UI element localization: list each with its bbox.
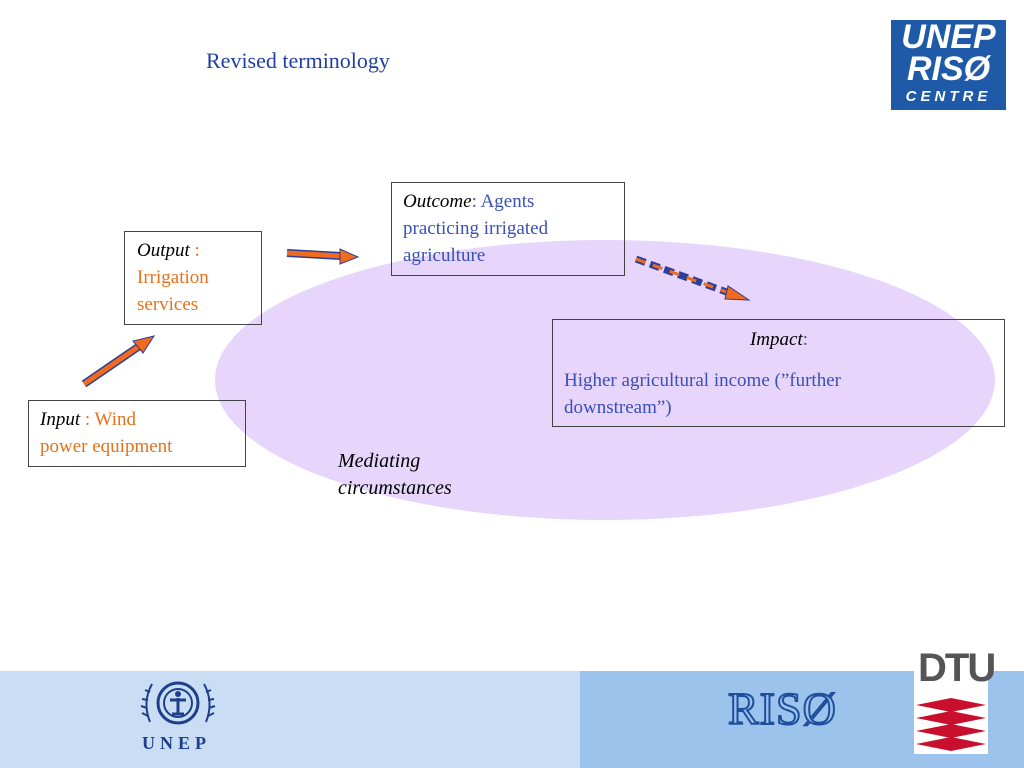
output-text-line2: services (137, 294, 199, 315)
output-separator: : (189, 240, 200, 261)
input-label: Input (40, 409, 81, 430)
input-text-line1: Wind (94, 409, 136, 430)
impact-text-line2: downstream”) (564, 397, 672, 418)
mediating-circumstances-label: Mediating circumstances (338, 448, 452, 502)
footer-left-panel (0, 671, 580, 768)
impact-box: Impact: Higher agricultural income (”fur… (552, 319, 1005, 427)
output-label: Output (137, 240, 190, 261)
logo-line-centre: CENTRE (905, 88, 992, 105)
logo-line-riso: RISØ (906, 50, 991, 88)
slide-title: Revised terminology (206, 48, 390, 73)
input-box: Input : Wind power equipment (28, 400, 246, 467)
logo-line-unep: UNEP (901, 18, 996, 56)
dtu-waves-icon (916, 698, 986, 751)
unep-bottom-label: UNEP (142, 733, 211, 753)
outcome-box: Outcome: Agents practicing irrigated agr… (391, 182, 625, 276)
unep-emblem-icon (140, 681, 216, 725)
mediating-line1: Mediating (338, 450, 421, 472)
mediating-circumstances-ellipse (215, 240, 995, 520)
impact-heading: Impact: (564, 326, 994, 353)
unep-riso-centre-logo: UNEP RISØ CENTRE (891, 20, 1006, 110)
impact-label: Impact (749, 329, 803, 350)
dtu-logo: DTU (914, 646, 996, 754)
outcome-text-line2: practicing irrigated (403, 218, 549, 239)
outcome-text-line3: agriculture (403, 245, 486, 266)
output-box: Output : Irrigation services (124, 231, 262, 325)
arrow-input-to-output (81, 335, 156, 388)
arrow-output-to-outcome (286, 248, 360, 265)
impact-separator: : (802, 329, 809, 350)
arrow-outcome-to-impact (634, 255, 751, 301)
impact-text-line1: Higher agricultural income (”further (564, 370, 841, 391)
dtu-logo-text: DTU (918, 646, 996, 690)
output-text-line1: Irrigation (137, 267, 209, 288)
riso-logo: RISØ (727, 682, 837, 735)
mediating-line2: circumstances (338, 477, 452, 499)
outcome-text-line1: Agents (480, 191, 535, 212)
input-separator: : (80, 409, 95, 430)
input-text-line2: power equipment (40, 436, 173, 457)
outcome-label: Outcome (403, 191, 472, 212)
impact-text: Higher agricultural income (”further dow… (564, 367, 1004, 421)
outcome-separator: : (471, 191, 481, 212)
